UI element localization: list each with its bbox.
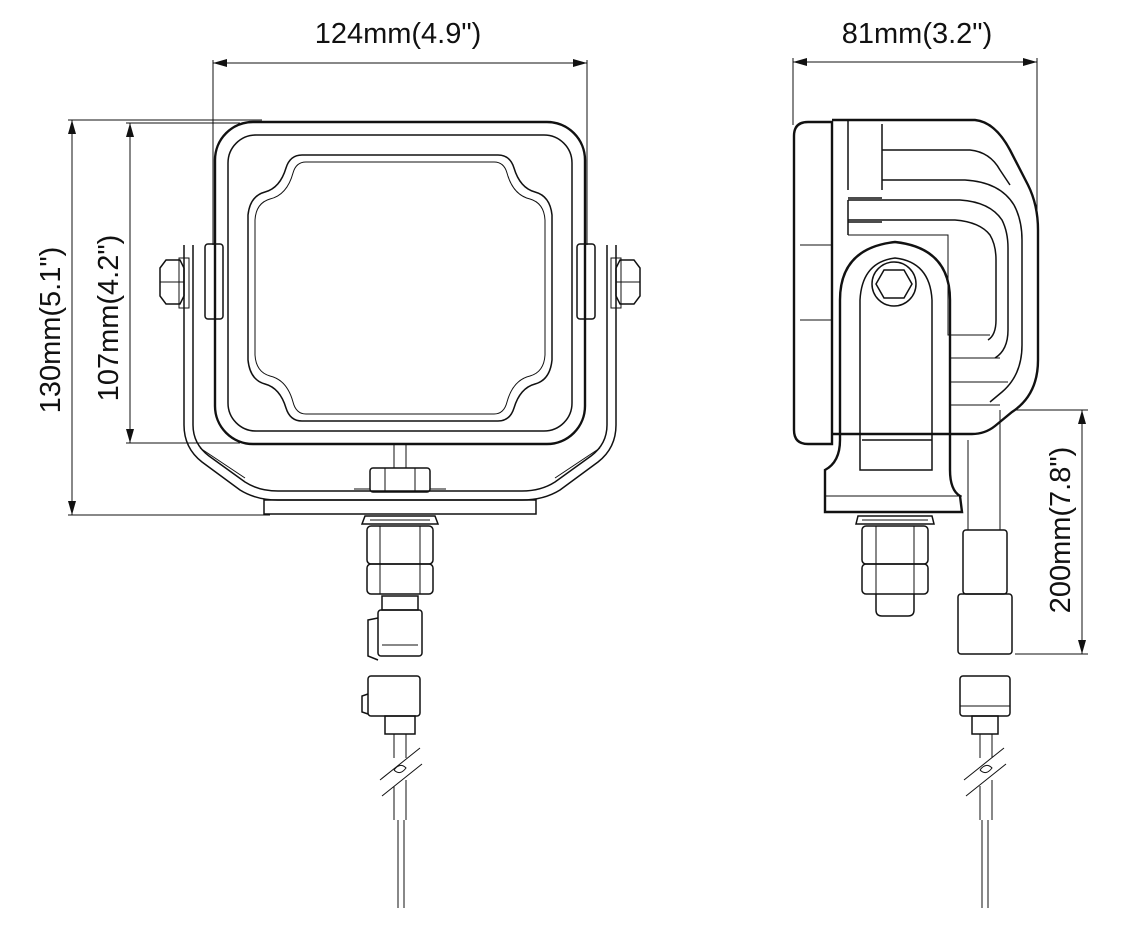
- side-width-label: 81mm(3.2"): [842, 18, 993, 50]
- side-housing: [832, 118, 1040, 436]
- side-cable-stem: [957, 410, 1013, 655]
- cable-length-label: 200mm(7.8"): [1045, 447, 1077, 614]
- cable-length-dimension: 200mm(7.8"): [1015, 409, 1088, 655]
- front-cable: [379, 734, 423, 908]
- front-mount-bolt: [360, 444, 440, 595]
- front-width-label: 124mm(4.9"): [315, 18, 482, 50]
- side-connector-female: [959, 675, 1011, 735]
- side-bracket: [823, 240, 964, 514]
- front-connector-male: [367, 595, 423, 661]
- side-lens-rim: [792, 120, 834, 446]
- side-mount-bolt: [855, 515, 935, 617]
- side-view: [792, 118, 1040, 908]
- front-view: [159, 120, 641, 908]
- front-bracket: [183, 245, 617, 515]
- lens-height-dimension: 107mm(4.2"): [93, 122, 240, 444]
- front-width-dimension: 124mm(4.9"): [212, 18, 588, 245]
- side-cable: [963, 734, 1007, 908]
- total-height-dimension: 130mm(5.1"): [35, 119, 270, 516]
- side-width-dimension: 81mm(3.2"): [792, 18, 1038, 210]
- front-side-mounts: [159, 243, 641, 320]
- lens-height-label: 107mm(4.2"): [93, 235, 125, 402]
- front-housing: [213, 120, 587, 446]
- total-height-label: 130mm(5.1"): [35, 247, 67, 414]
- front-connector-female: [361, 675, 421, 735]
